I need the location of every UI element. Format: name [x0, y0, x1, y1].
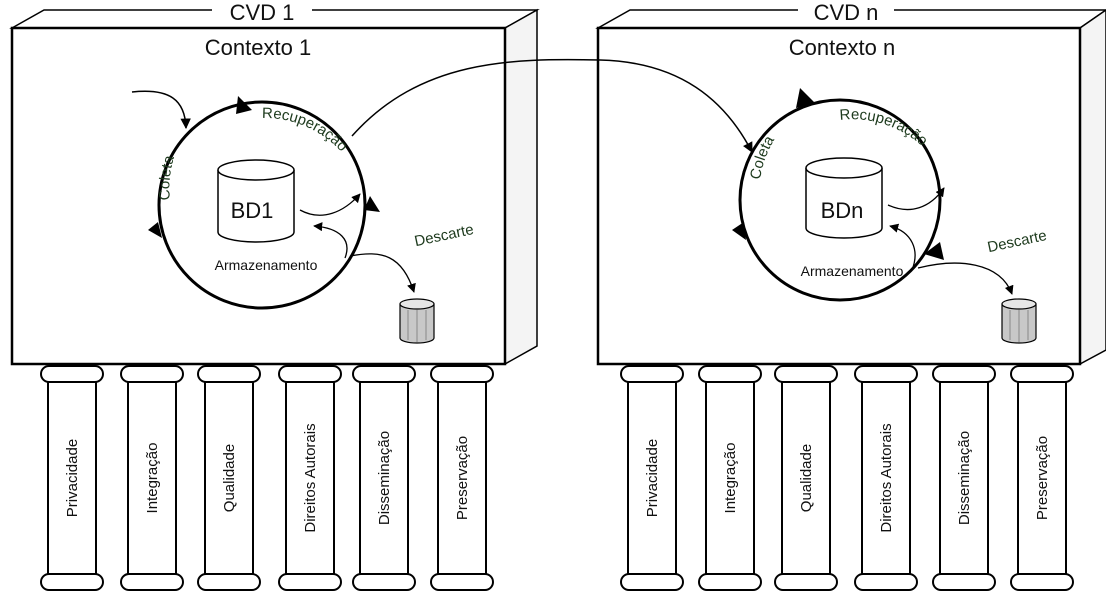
cvd-1-trash-icon [399, 298, 435, 344]
cvd-1-cycle-arrow-left [148, 222, 162, 238]
cvd-1-cycle-arrow-top [236, 96, 252, 114]
pillar-label: Privacidade [644, 439, 661, 517]
pillar: Qualidade [774, 365, 838, 591]
pillar-label: Integração [722, 443, 739, 514]
cvd-1-discard-arrow [349, 253, 416, 293]
pillar-label: Integração [144, 443, 161, 514]
cvd-n-cycle-arrow-top [796, 88, 816, 108]
pillar: Privacidade [40, 365, 104, 591]
pillar: Disseminação [352, 365, 416, 591]
cvd-1-storage-arrow [313, 222, 348, 259]
cvd-1-input-arrow [131, 90, 191, 130]
pillar-label: Direitos Autorais [302, 423, 319, 532]
pillar: Preservação [430, 365, 494, 591]
cvd-1-pillars: Privacidade Integração Qualidade Direitos A… [40, 365, 494, 591]
cvd-n-database-label: BDn [821, 198, 864, 223]
cvd-n-database-icon [805, 157, 883, 239]
pillar: Preservação [1010, 365, 1074, 591]
cvd-1-collect-label: Coleta [156, 153, 178, 201]
pillar-label: Disseminação [376, 431, 393, 525]
cvd-n-cycle-arrow-right [924, 242, 944, 260]
cvd-1-recovery-arrow [299, 193, 361, 216]
cvd-1-database-icon [217, 159, 295, 243]
cvd-n-context-title: Contexto n [789, 35, 895, 60]
cvd-1-database-label: BD1 [231, 198, 274, 223]
pillar: Qualidade [197, 365, 261, 591]
cvd-1-context-title: Contexto 1 [205, 35, 311, 60]
cvd-n-storage-arrow [889, 223, 916, 271]
cvd-1-cycle-ring [157, 100, 367, 310]
cvd-1-title: CVD 1 [230, 0, 295, 25]
pillar-label: Qualidade [798, 444, 815, 512]
cvd-n-trash-icon [1001, 298, 1037, 344]
pillar-label: Qualidade [221, 444, 238, 512]
cvd-n-cycle-arrow-left [732, 222, 746, 240]
pillar-label: Disseminação [956, 431, 973, 525]
pillar: Disseminação [932, 365, 996, 591]
cvd-n-pillars: Privacidade Integração Qualidade Direitos A… [620, 365, 1074, 591]
cvd-n-discard-arrow [917, 262, 1014, 295]
pillar: Direitos Autorais [278, 365, 342, 591]
pillar: Integração [120, 365, 184, 591]
cvd-1-cycle-arrow-right [364, 196, 380, 212]
pillar-label: Preservação [454, 436, 471, 520]
cvd-n-title: CVD n [814, 0, 879, 25]
cvd-n-storage-label: Armazenamento [801, 263, 904, 279]
pillar-label: Direitos Autorais [878, 423, 895, 532]
pillar-label: Privacidade [64, 439, 81, 517]
pillar: Direitos Autorais [854, 365, 918, 591]
cvd-1-storage-label: Armazenamento [215, 257, 318, 273]
pillar-label: Preservação [1034, 436, 1051, 520]
cvd-connector-arrow [351, 58, 753, 153]
cvd-n-recovery-arrow [887, 187, 945, 211]
pillar: Integração [698, 365, 762, 591]
cvd-n-cycle-ring [738, 98, 942, 302]
pillar: Privacidade [620, 365, 684, 591]
